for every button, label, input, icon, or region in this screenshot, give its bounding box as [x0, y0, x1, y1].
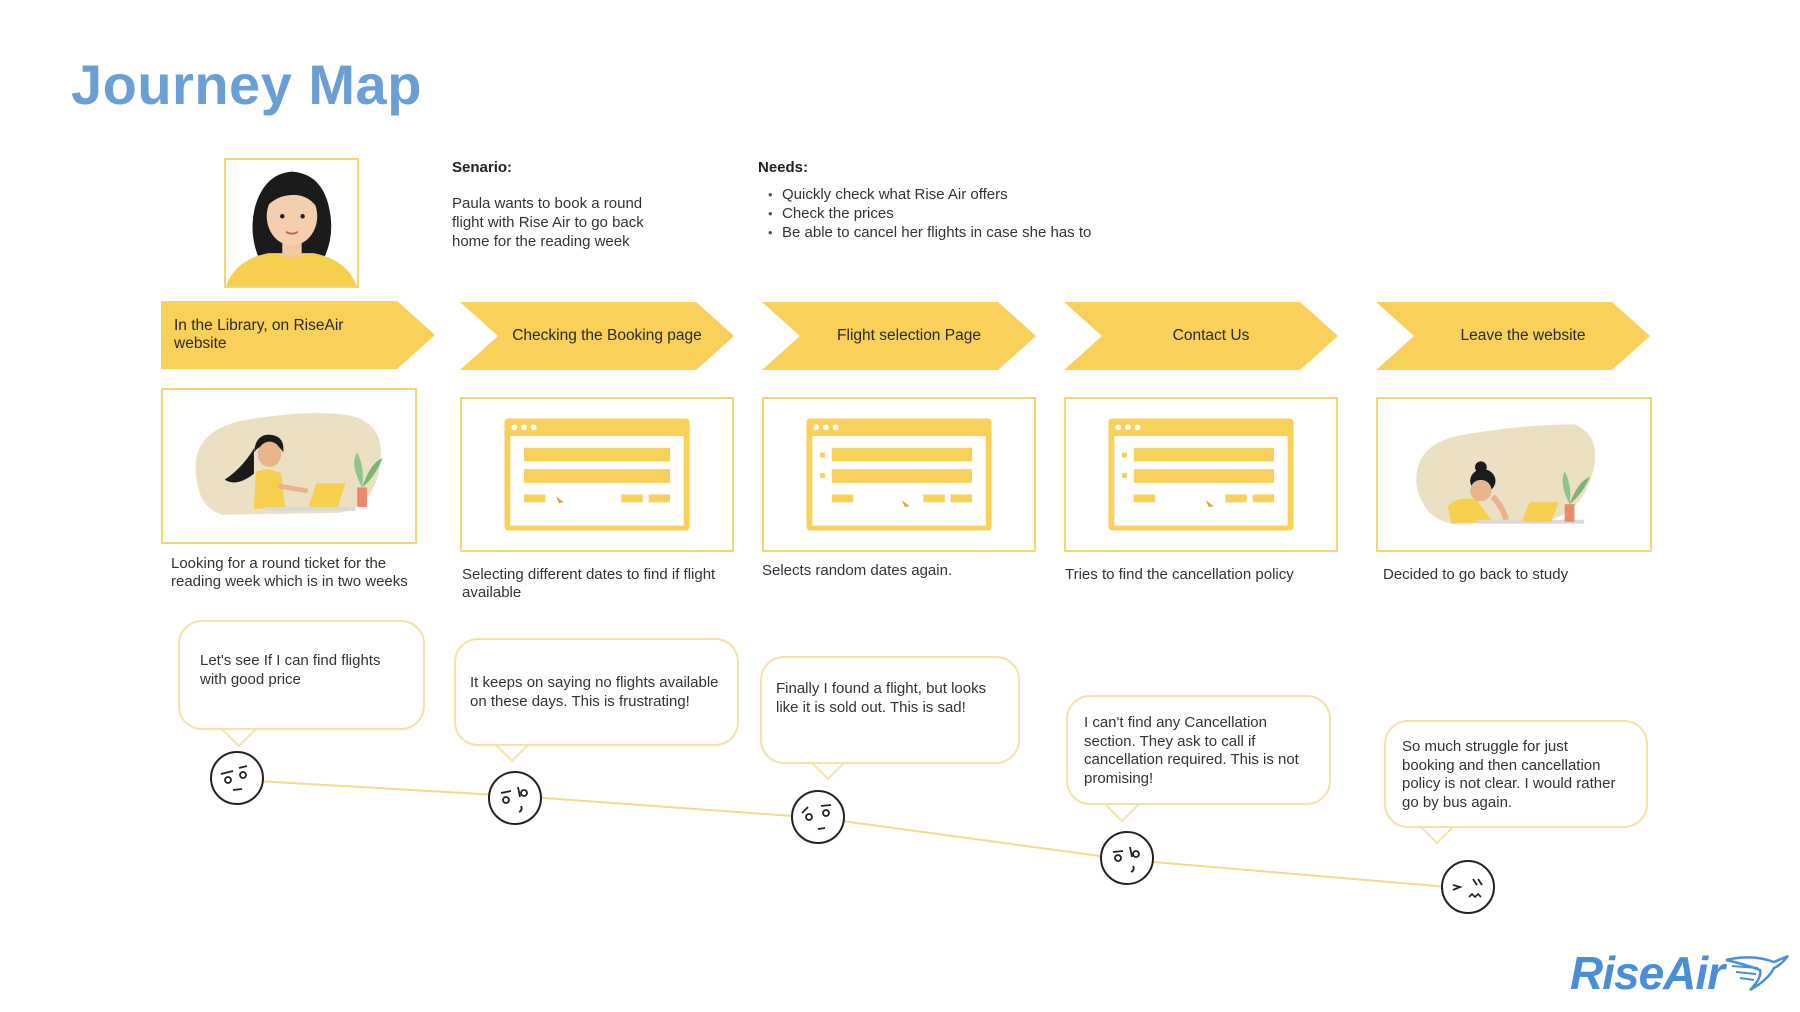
stage-description-3: Selects random dates again. [762, 562, 1032, 580]
angry-face-icon [1441, 860, 1495, 914]
riseair-bird-logo-icon [1725, 954, 1789, 992]
needs-item: Be able to cancel her flights in case sh… [768, 223, 1178, 242]
quote-line: Let's see If I can find flights [200, 652, 381, 669]
quote-line: go by bus again. [1402, 793, 1513, 811]
quote-bubble-3: Finally I found a flight, but looks like… [760, 656, 1020, 781]
scenario-block: Senario: Paula wants to book a round fli… [452, 159, 712, 251]
scenario-heading: Senario: [452, 159, 513, 176]
bubble-body: Finally I found a flight, but looks like… [760, 656, 1020, 764]
page-title: Journey Map [71, 53, 422, 116]
flight-selection-wireframe-icon [806, 418, 992, 531]
stage-illustration-1 [161, 388, 417, 544]
stage-label: Checking the Booking page [512, 327, 702, 344]
description-line: Selecting different dates to find if fli… [462, 566, 716, 583]
scenario-line: flight with Rise Air to go back [452, 214, 644, 231]
bubble-body: Let's see If I can find flights with goo… [178, 620, 425, 730]
stage-illustration-4 [1064, 397, 1338, 552]
bubble-body: So much struggle for just booking and th… [1384, 720, 1648, 828]
stage-label: Contact Us [1172, 327, 1250, 344]
stage-arrow-3: Flight selection Page [762, 302, 1036, 370]
bubble-body: I can't find any Cancellation section. T… [1066, 695, 1331, 805]
needs-heading: Needs: [758, 159, 809, 176]
needs-block: Needs: Quickly check what Rise Air offer… [758, 159, 1178, 242]
quote-line: Finally I found a flight, but looks [776, 680, 987, 697]
stage-arrow-2: Checking the Booking page [460, 302, 734, 370]
stage-label: Leave the website [1460, 327, 1586, 344]
quote-bubble-2: It keeps on saying no flights available … [454, 638, 739, 763]
stage-arrow-5: Leave the website [1376, 302, 1650, 370]
stage-description-1: Looking for a round ticket for the readi… [171, 555, 441, 591]
stage-illustration-2 [460, 397, 734, 552]
stage-description-5: Decided to go back to study [1383, 566, 1653, 584]
scenario-line: Paula wants to book a round [452, 195, 643, 212]
quote-bubble-1: Let's see If I can find flights with goo… [178, 620, 425, 748]
frustrated-face-icon [488, 771, 542, 825]
riseair-logo-text: RiseAir [1570, 947, 1725, 999]
quote-line: section. They ask to call if [1084, 732, 1256, 750]
quote-line: on these days. This is frustrating! [470, 692, 690, 710]
needs-item: Check the prices [768, 204, 1178, 223]
description-line: available [462, 584, 522, 601]
stage-label: Flight selection Page [837, 327, 981, 344]
quote-line: booking and then cancellation [1402, 756, 1601, 774]
description-line: Tries to find the cancellation policy [1065, 566, 1294, 583]
needs-list: Quickly check what Rise Air offers Check… [768, 185, 1178, 242]
bubble-body: It keeps on saying no flights available … [454, 638, 739, 746]
sad-face-icon [791, 790, 845, 844]
quote-bubble-5: So much struggle for just booking and th… [1384, 720, 1648, 845]
stage-description-2: Selecting different dates to find if fli… [462, 566, 762, 602]
quote-line: promising! [1084, 769, 1154, 787]
quote-bubble-4: I can't find any Cancellation section. T… [1066, 695, 1331, 823]
stage-illustration-5 [1376, 397, 1652, 552]
quote-line: with good price [200, 670, 301, 688]
description-line: Decided to go back to study [1383, 566, 1569, 583]
contact-page-wireframe-icon [1108, 418, 1294, 531]
scenario-line: home for the reading week [452, 233, 630, 250]
persona-avatar [224, 158, 359, 288]
quote-line: I can't find any Cancellation [1084, 714, 1267, 731]
neutral-face-icon [210, 751, 264, 805]
stage-arrow-4: Contact Us [1064, 302, 1338, 370]
description-line: Selects random dates again. [762, 562, 953, 579]
quote-line: So much struggle for just [1402, 738, 1568, 755]
person-laptop-illustration-icon [195, 413, 383, 515]
booking-page-wireframe-icon [504, 418, 690, 531]
needs-item: Quickly check what Rise Air offers [768, 185, 1178, 204]
stage-arrow-1: In the Library, on RiseAir website [161, 301, 435, 369]
quote-line: like it is sold out. This is sad! [776, 698, 966, 716]
scenario-text: Paula wants to book a round flight with … [452, 194, 712, 251]
stage-illustration-3 [762, 397, 1036, 552]
description-line: Looking for a round ticket for the [171, 555, 387, 572]
quote-line: cancellation required. This is not [1084, 751, 1299, 768]
worried-face-icon [1100, 831, 1154, 885]
person-frustrated-illustration-icon [1416, 424, 1595, 524]
quote-line: It keeps on saying no flights available [470, 674, 719, 691]
stage-description-4: Tries to find the cancellation policy [1065, 566, 1345, 584]
persona-avatar-icon [226, 160, 357, 286]
description-line: reading week which is in two weeks [171, 573, 408, 590]
stage-label: In the Library, on RiseAir website [174, 317, 344, 352]
quote-line: policy is not clear. I would rather [1402, 775, 1616, 792]
